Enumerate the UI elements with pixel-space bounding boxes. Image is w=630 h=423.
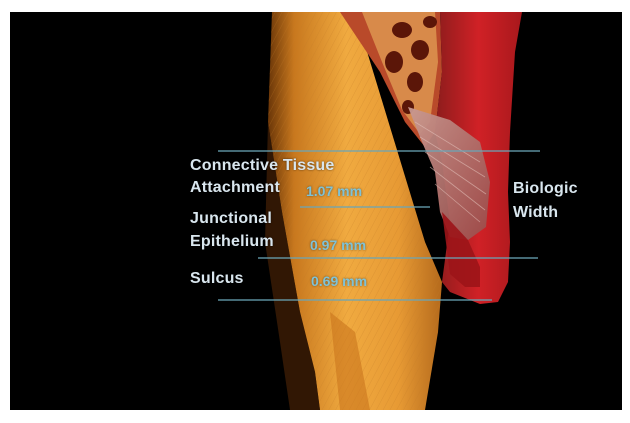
connective-tissue-value: 1.07 mm — [306, 182, 362, 200]
junctional-label-line1: Junctional — [190, 209, 272, 229]
connective-tissue-label-line2: Attachment — [190, 178, 280, 198]
sulcus-value: 0.69 mm — [311, 272, 367, 290]
sulcus-label: Sulcus — [190, 269, 244, 289]
junctional-label-line2: Epithelium — [190, 232, 274, 252]
diagram-frame: Connective Tissue Attachment 1.07 mm Jun… — [10, 12, 622, 410]
junctional-value: 0.97 mm — [310, 236, 366, 254]
biologic-width-label-line2: Width — [513, 203, 558, 223]
connective-tissue-label-line1: Connective Tissue — [190, 156, 335, 176]
biologic-width-label-line1: Biologic — [513, 179, 578, 199]
